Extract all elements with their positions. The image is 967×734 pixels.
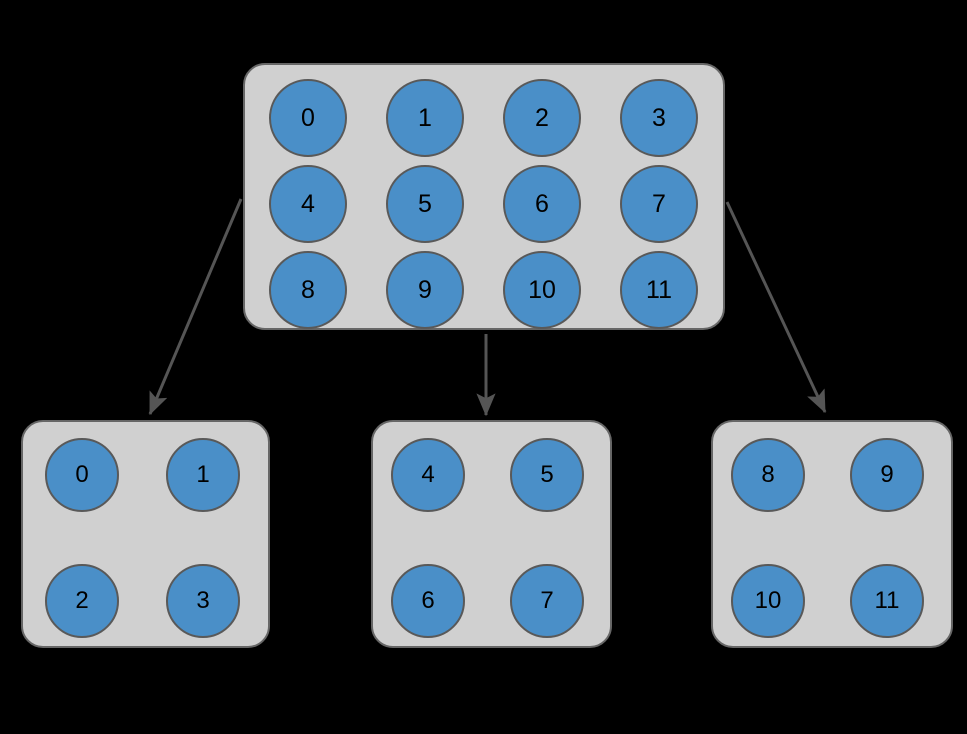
node-child-1-6[interactable]: 6 (391, 564, 465, 638)
node-parent-9[interactable]: 9 (386, 251, 464, 329)
node-parent-3[interactable]: 3 (620, 79, 698, 157)
node-child-2-8[interactable]: 8 (731, 438, 805, 512)
node-parent-2[interactable]: 2 (503, 79, 581, 157)
node-child-0-1[interactable]: 1 (166, 438, 240, 512)
node-child-2-11[interactable]: 11 (850, 564, 924, 638)
arrow-parent-to-child-2 (725, 201, 827, 414)
arrow-parent-to-child-0 (148, 198, 243, 416)
node-child-0-2[interactable]: 2 (45, 564, 119, 638)
node-child-1-4[interactable]: 4 (391, 438, 465, 512)
node-child-2-9[interactable]: 9 (850, 438, 924, 512)
node-parent-0[interactable]: 0 (269, 79, 347, 157)
node-parent-7[interactable]: 7 (620, 165, 698, 243)
node-child-1-5[interactable]: 5 (510, 438, 584, 512)
node-parent-11[interactable]: 11 (620, 251, 698, 329)
node-parent-6[interactable]: 6 (503, 165, 581, 243)
node-parent-8[interactable]: 8 (269, 251, 347, 329)
node-child-2-10[interactable]: 10 (731, 564, 805, 638)
node-parent-10[interactable]: 10 (503, 251, 581, 329)
node-parent-1[interactable]: 1 (386, 79, 464, 157)
node-parent-5[interactable]: 5 (386, 165, 464, 243)
node-parent-4[interactable]: 4 (269, 165, 347, 243)
node-child-0-0[interactable]: 0 (45, 438, 119, 512)
node-child-0-3[interactable]: 3 (166, 564, 240, 638)
node-child-1-7[interactable]: 7 (510, 564, 584, 638)
